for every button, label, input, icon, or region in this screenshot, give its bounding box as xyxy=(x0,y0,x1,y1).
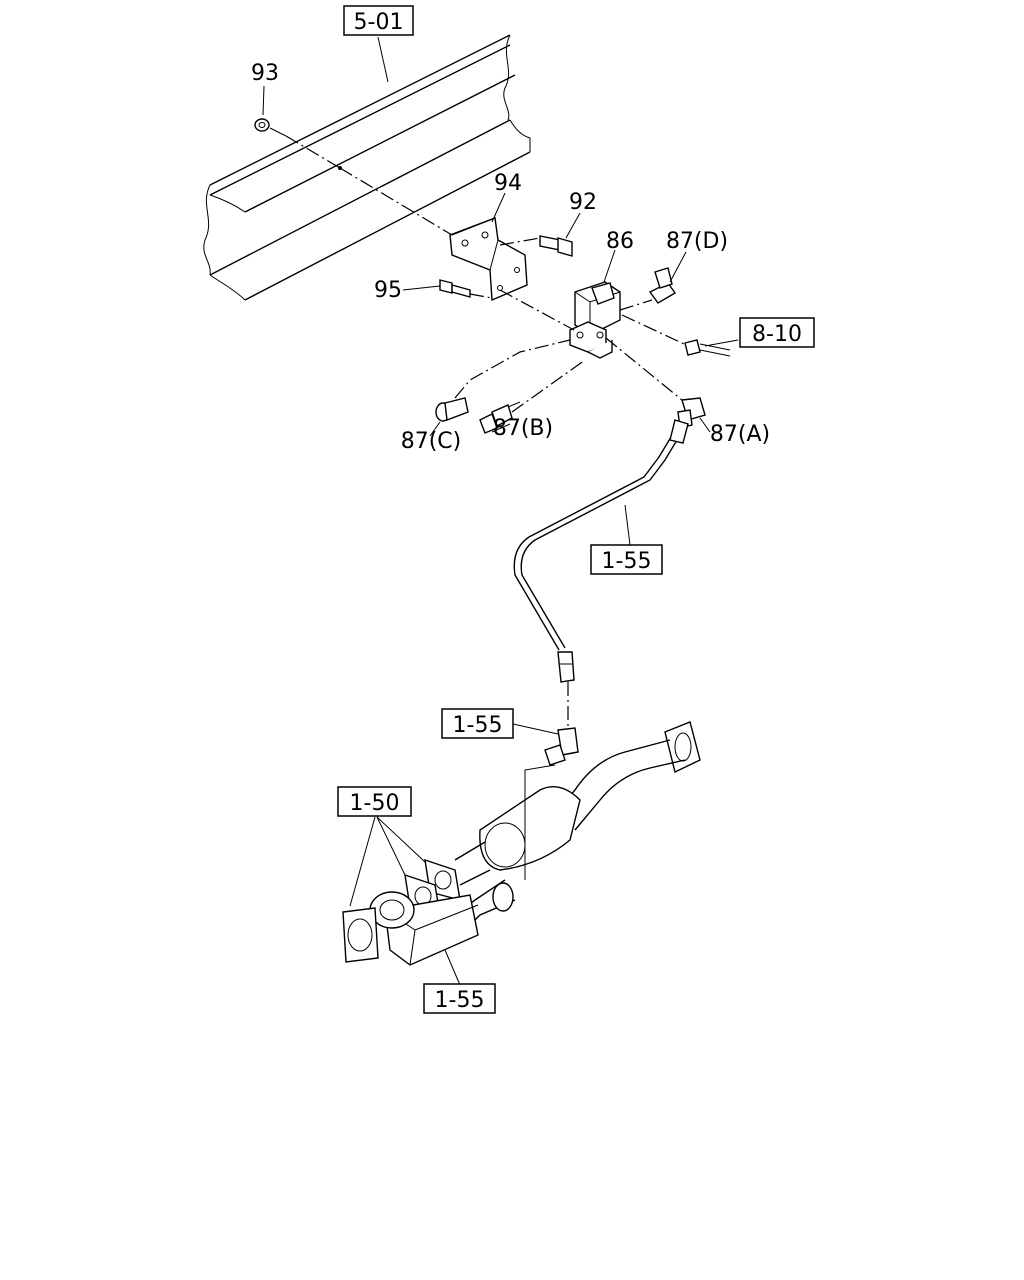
fitting-87d xyxy=(648,267,677,304)
ref-1-55-lower: 1-55 xyxy=(423,983,496,1014)
ref-1-55-middle-label: 1-55 xyxy=(453,713,503,738)
fitting-87c xyxy=(435,397,469,422)
ref-1-50: 1-50 xyxy=(337,786,412,817)
frame-rail xyxy=(203,34,531,301)
part-87a-label: 87(A) xyxy=(710,422,770,447)
bolt-95 xyxy=(439,279,471,298)
leader-lines xyxy=(262,36,739,986)
bolt-92 xyxy=(539,235,573,257)
part-95-label: 95 xyxy=(374,278,402,303)
ref-1-55-middle: 1-55 xyxy=(441,708,514,739)
t-fitting-1-55 xyxy=(544,727,579,766)
part-93-label: 93 xyxy=(251,61,279,86)
part-87c-label: 87(C) xyxy=(401,429,462,454)
sensor-8-10 xyxy=(684,339,731,357)
pipe-1-55-upper xyxy=(513,419,689,683)
valve-86 xyxy=(569,281,621,359)
ref-1-50-label: 1-50 xyxy=(350,791,400,816)
ref-1-55-upper: 1-55 xyxy=(590,544,663,575)
ref-5-01: 5-01 xyxy=(343,5,414,36)
nut-93 xyxy=(254,118,270,132)
exhaust-assembly xyxy=(342,721,701,966)
fitting-87b xyxy=(479,401,521,434)
part-92-label: 92 xyxy=(569,190,597,215)
ref-8-10-label: 8-10 xyxy=(752,322,802,347)
ref-1-55-upper-label: 1-55 xyxy=(602,549,652,574)
part-86-label: 86 xyxy=(606,229,634,254)
part-87d-label: 87(D) xyxy=(666,229,728,254)
ref-5-01-label: 5-01 xyxy=(354,10,404,35)
ref-1-55-lower-label: 1-55 xyxy=(435,988,485,1013)
bracket-94 xyxy=(449,217,528,302)
ref-8-10: 8-10 xyxy=(739,317,815,348)
part-87b-label: 87(B) xyxy=(493,416,553,441)
part-94-label: 94 xyxy=(494,171,522,196)
